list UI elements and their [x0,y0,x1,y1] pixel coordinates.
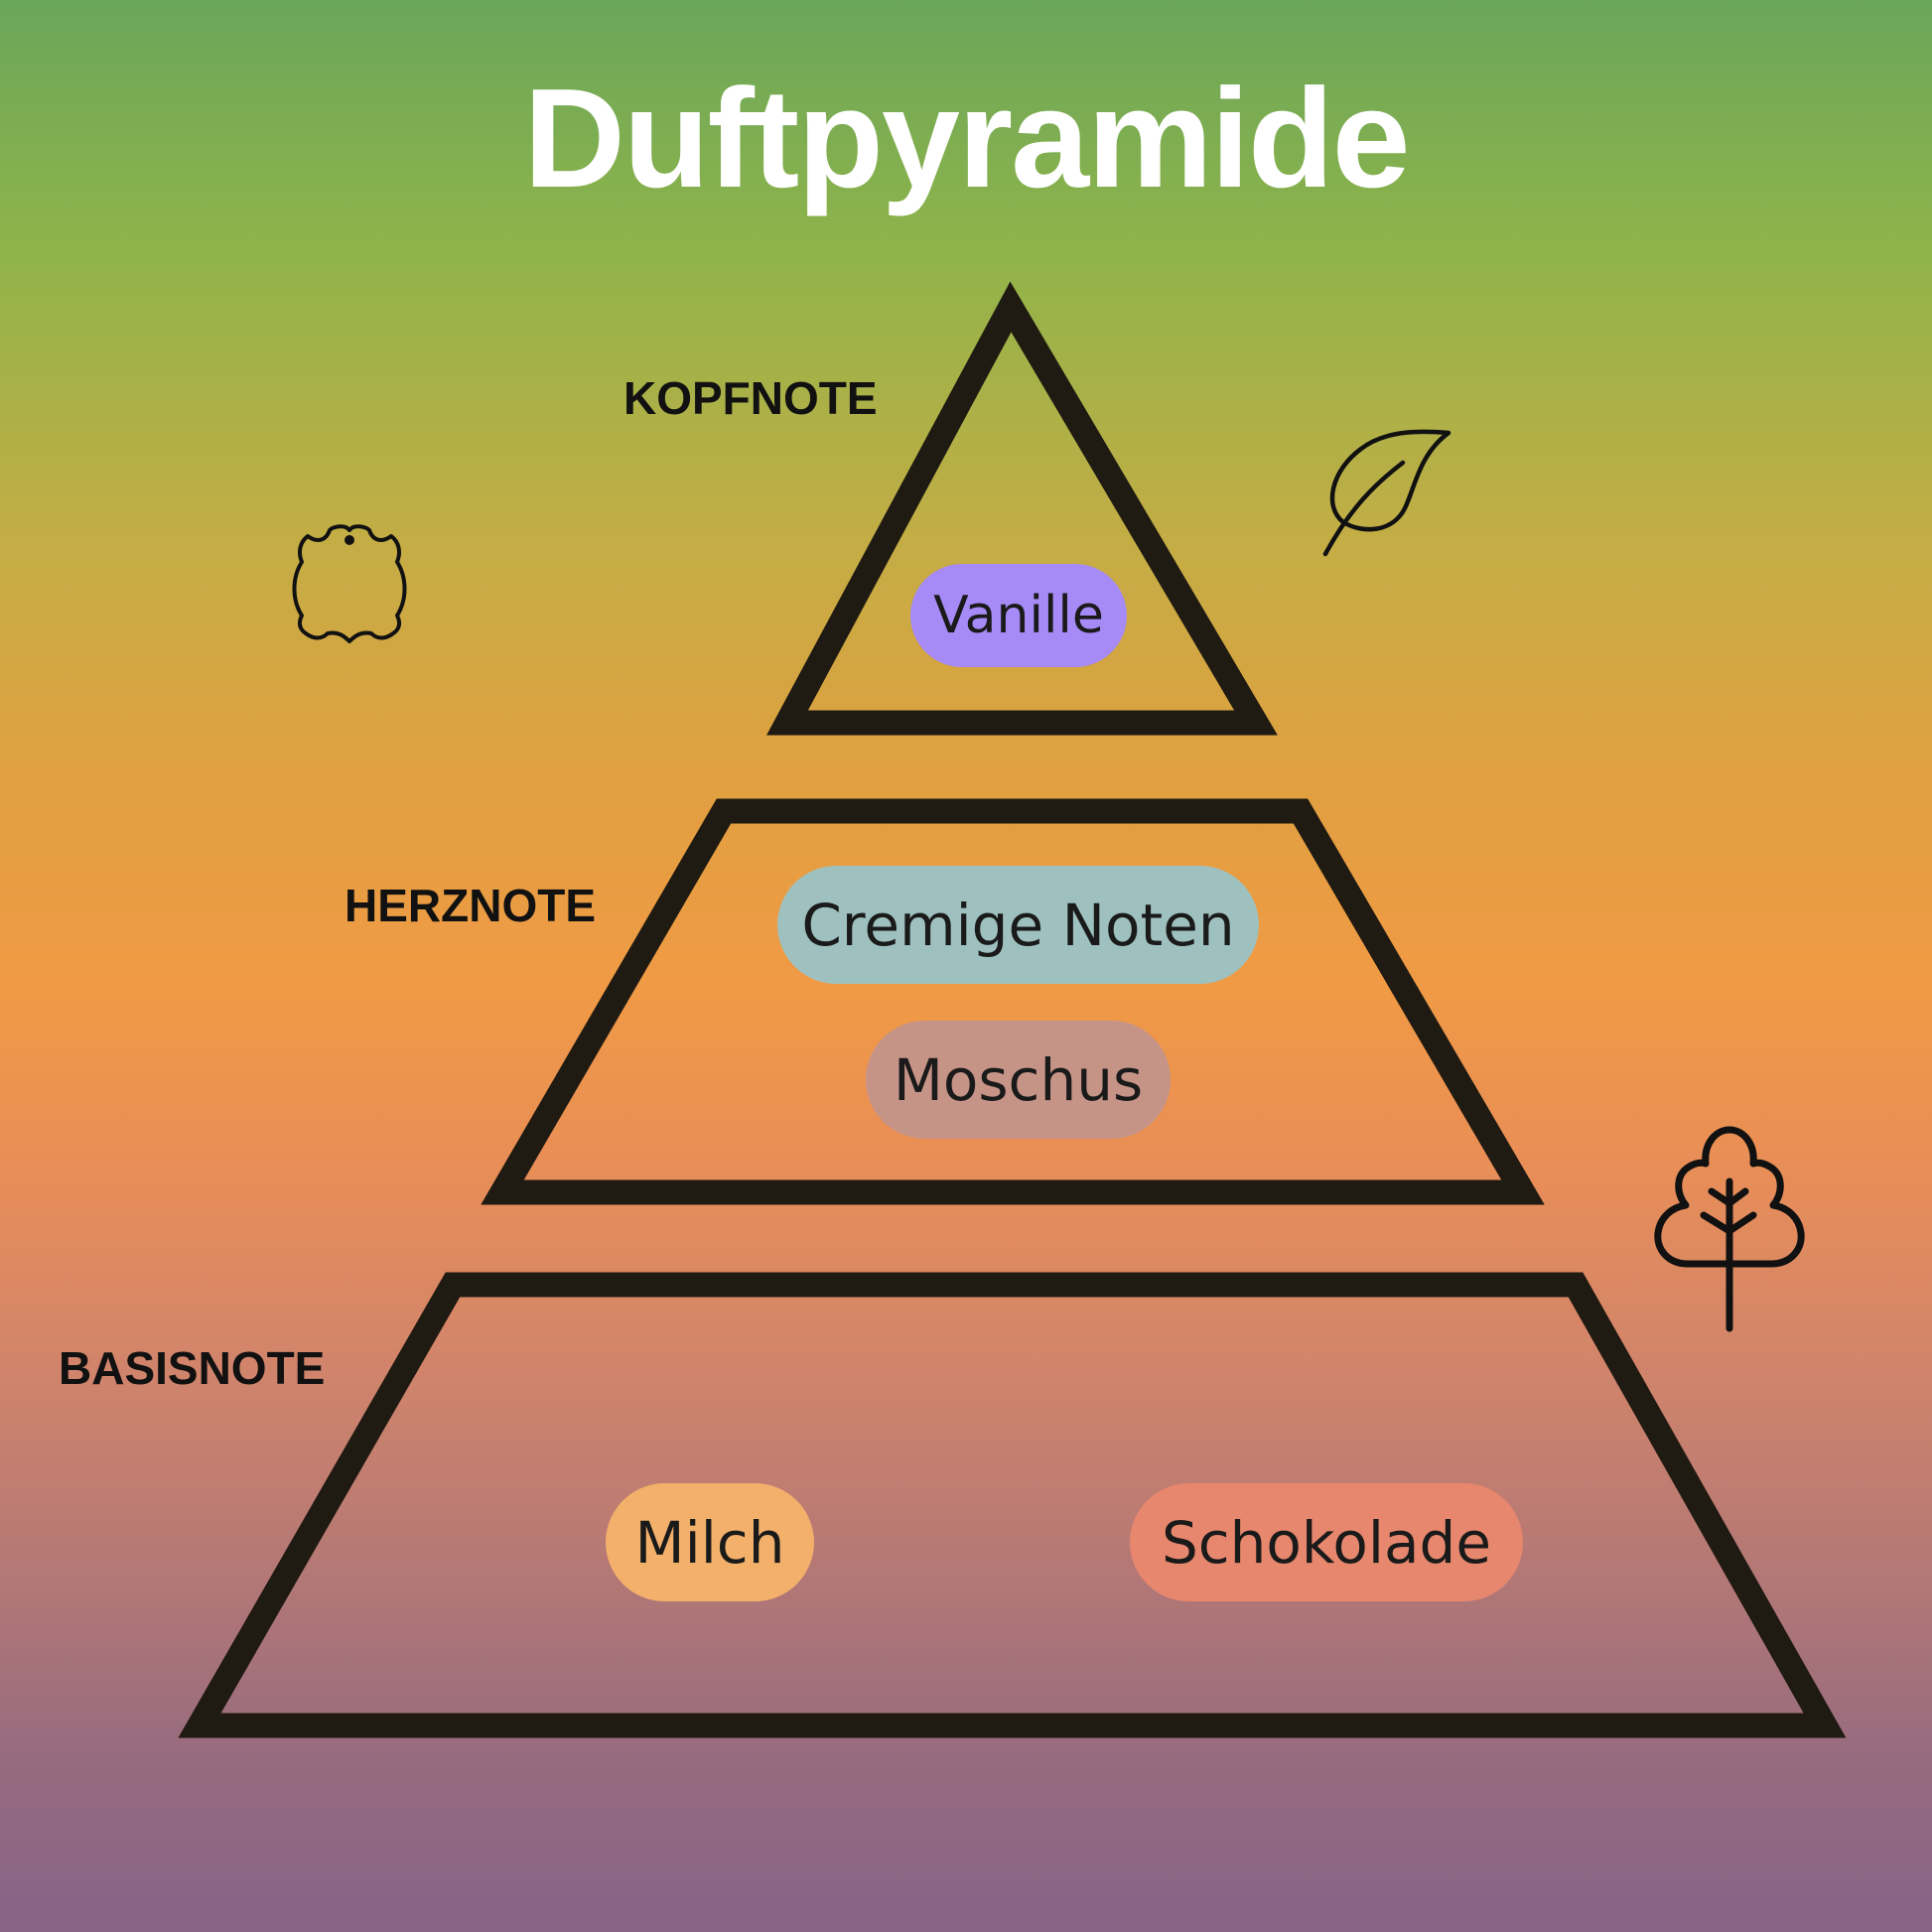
pyramid-tier-top [766,281,1278,736]
pyramid-tier-middle [481,798,1545,1205]
leaf-icon [1322,429,1451,557]
note-pill-schokolade: Schokolade [1130,1483,1523,1601]
page-title: Duftpyramide [523,60,1410,217]
note-pill-cremige-noten: Cremige Noten [777,866,1259,984]
tier-label-top: KOPFNOTE [623,372,878,424]
tree-icon [1654,1126,1805,1332]
tier-label-bottom: BASISNOTE [59,1342,326,1394]
note-pill-moschus: Moschus [866,1021,1171,1139]
pyramid-tier-bottom [178,1272,1847,1738]
leather-icon [292,524,407,643]
note-pill-vanille: Vanille [910,564,1127,667]
tier-label-middle: HERZNOTE [345,880,596,931]
note-pill-milch: Milch [606,1483,814,1601]
